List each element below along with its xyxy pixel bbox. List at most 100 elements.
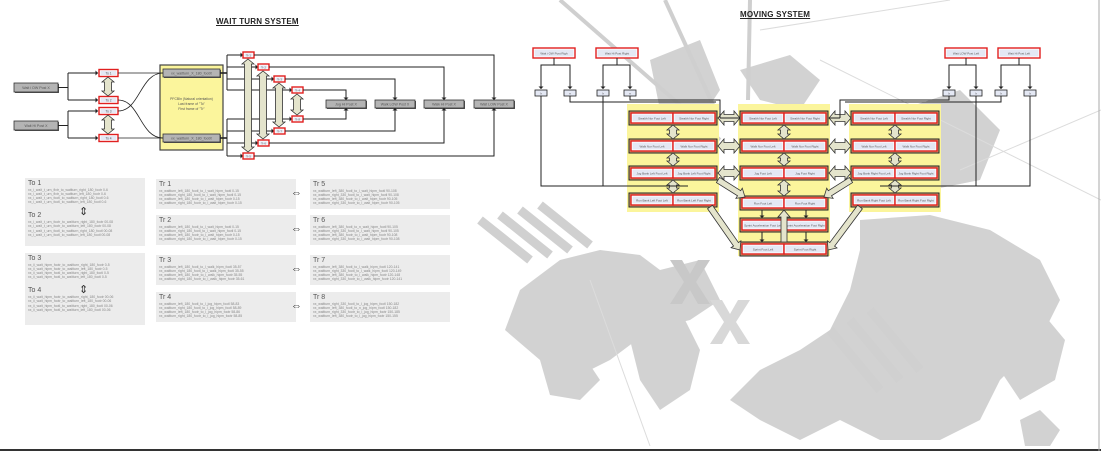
panel-line: xx_ii_wait_hipm_footl_to_waitturn_left_1… xyxy=(28,307,111,312)
tr-node-tr-5-inner xyxy=(244,154,253,158)
map-ray xyxy=(759,0,951,31)
panel-line: xx_waitturn_right_330_footl_to_l_wait_hi… xyxy=(313,193,399,198)
left-state-row-2-right-label: Jog Bank Left Foot Right xyxy=(677,171,710,175)
panel-line: xx_waitturn_left_380_footr_to_l_walk_hip… xyxy=(313,273,401,278)
panel-line: xx_waitturn_left_180_footr_to_l_walk_hip… xyxy=(159,273,243,278)
connector-line xyxy=(540,58,555,89)
left-state-row-1-right-label: Walk Nor Foot Right xyxy=(681,144,708,148)
panel-heading: To 1 xyxy=(28,180,42,187)
arrowhead-icon xyxy=(392,108,398,111)
tr-node-tr-1-inner xyxy=(244,53,253,57)
wait-low-post-right-node-label: Wait i OW Post Righ xyxy=(540,51,568,55)
to-3-4-double-arrow-icon xyxy=(100,114,116,135)
arrowhead-icon xyxy=(567,86,573,89)
right-state-row-2-left-inner xyxy=(854,169,894,177)
map-stripe xyxy=(477,216,533,264)
left-state-row-0-left-inner xyxy=(632,114,672,122)
tr-swap-icon: ⇔ xyxy=(291,187,302,199)
central-note-line: PFCBIn (Natural orientation) xyxy=(170,97,213,101)
run-bank-sprint-arrow-icon xyxy=(826,204,863,251)
map-stripe xyxy=(537,201,593,249)
panel-line: xx_waitturn_left_180_footl_to_l_wait_hip… xyxy=(159,225,239,229)
left-state-row-0-right-inner xyxy=(674,114,714,122)
wait-turn-title: WAIT TURN SYSTEM xyxy=(216,17,299,26)
wait-hi-post-left-node-inner xyxy=(999,49,1039,57)
to-node-3-inner xyxy=(100,109,117,113)
arrowhead-icon xyxy=(255,64,258,70)
map-continent-shape xyxy=(730,215,1060,440)
center-state-row-3-right-inner xyxy=(785,199,825,207)
to-node-4-label: To 4 xyxy=(105,136,111,140)
bank-to-run-arrow-icon xyxy=(715,176,746,199)
cross-double-arrow-icon xyxy=(828,164,852,182)
arrowhead-icon xyxy=(627,86,633,89)
arrowhead-icon xyxy=(271,76,274,82)
wait-hi-post-right-node-label: Wait Hi Post Right xyxy=(605,51,629,55)
wait-low-source-box-label: Wait i OW Post X xyxy=(22,86,50,90)
center-state-row-2-left-inner xyxy=(743,169,783,177)
center-state-row-4-left-inner xyxy=(743,221,783,229)
connector-line xyxy=(617,64,631,89)
panel-line: xx_i_wait_t_urn_footl_to_waitturn_left_1… xyxy=(28,200,107,205)
connector-line xyxy=(966,64,977,89)
to-node-4-inner xyxy=(100,136,117,140)
tr-node-tr-7-label: Tr 7 xyxy=(277,129,282,133)
map-ray xyxy=(746,0,752,101)
cross-double-arrow-icon xyxy=(717,137,741,155)
center-state-row-0-right-label: Stealth Nor Foot Right xyxy=(790,116,820,120)
center-state-row-5-left-label: Sprint Foot Left xyxy=(753,247,774,251)
panel-line: xx_waitturn_left_180_footl_to_l_wait_hip… xyxy=(159,189,239,193)
target-walk-hi-box-label: Walk Hi Post X xyxy=(432,102,456,106)
right-state-row-1-right-inner xyxy=(896,142,936,150)
left-state-row-1-left-inner xyxy=(632,142,672,150)
wait-hi-post-left-node-label: Wait Hi Post Left xyxy=(1008,51,1030,55)
small-branch-node-label: lr xyxy=(1000,92,1002,96)
map-stripe xyxy=(517,206,573,254)
map-ray xyxy=(589,279,651,447)
wait-low-post-left-node-label: Wait LOW Post Left xyxy=(953,51,979,55)
right-state-row-2-right-label: Jog Bank Right Foot Right xyxy=(898,171,933,175)
panel-line: xx_waitturn_left_380_footr_to_l_jog_hipm… xyxy=(313,314,398,319)
right-state-row-2-right-inner xyxy=(896,169,936,177)
to-node-2-label: To 2 xyxy=(105,98,111,102)
panel-line: xx_waitturn_left_380_footr_to_l_wait_hip… xyxy=(313,197,398,202)
cross-double-arrow-icon xyxy=(828,137,852,155)
arrowhead-icon xyxy=(343,108,349,111)
connector-line xyxy=(975,96,1031,187)
panel-line: xx_waitturn_right_180_footr_to_l_wait_hi… xyxy=(159,201,242,206)
tr-node-tr-8-label: Tr 8 xyxy=(295,117,300,121)
panel-line: xx_waitturn_left_380_footl_to_l_wait_hip… xyxy=(313,189,397,193)
arrowhead-icon xyxy=(271,128,274,134)
to-connector-curve xyxy=(117,72,164,112)
arrowhead-icon xyxy=(600,86,606,89)
center-state-row-4-right-label: Sprint Acceleration Foot Right xyxy=(785,223,825,227)
panel-line: xx_i_wait_t_urn_footr_to_waitturn_right_… xyxy=(28,220,114,225)
tr-node-tr-2-inner xyxy=(259,65,268,69)
map-continent-shape xyxy=(740,55,820,110)
column-double-arrow-icon xyxy=(665,152,681,167)
left-state-row-2-right-inner xyxy=(674,169,714,177)
arrowhead-icon xyxy=(491,97,497,100)
center-state-row-0-right-inner xyxy=(785,114,825,122)
panel-line: xx_waitturn_right_180_footl_to_l_wait_hi… xyxy=(159,229,241,234)
panel-line: xx_i_wait_t_urn_footl_to_waitturn_right_… xyxy=(28,228,113,233)
tr-3-7-double-arrow-icon xyxy=(271,82,287,128)
small-branch-node-label: lr xyxy=(948,92,950,96)
panel-line: xx_waitturn_right_180_footr_to_l_wait_hi… xyxy=(159,237,242,242)
column-double-arrow-icon xyxy=(887,124,903,140)
panel-heading: Tr 4 xyxy=(159,294,172,301)
to-node-1-label: To 1 xyxy=(105,71,111,75)
tr-node-tr-4-inner xyxy=(293,88,302,92)
panel-heading: Tr 3 xyxy=(159,257,172,264)
tr-node-tr-7-inner xyxy=(275,129,284,133)
center-state-row-2-right-inner xyxy=(785,169,825,177)
panel-heading: To 3 xyxy=(28,255,42,262)
central-bottom-pose-label: xx_waitturn_X_180_footX xyxy=(171,136,213,140)
wait-hi-source-box-label: Wait Hi Post X xyxy=(24,124,48,128)
right-state-row-0-right-inner xyxy=(896,114,936,122)
